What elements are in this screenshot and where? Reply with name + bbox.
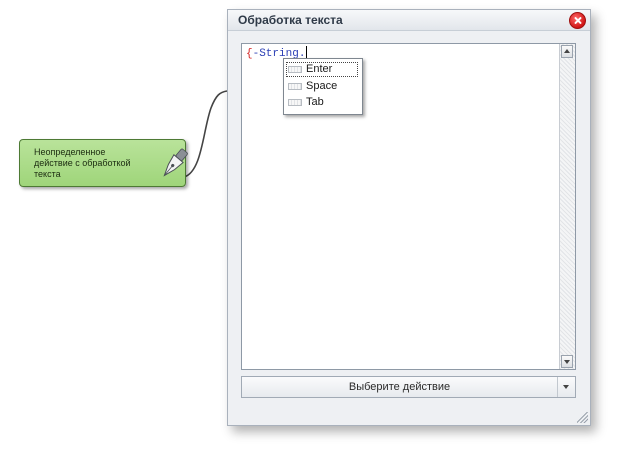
autocomplete-item-label: Enter	[306, 63, 333, 75]
autocomplete-item-tab[interactable]: Tab	[286, 95, 358, 110]
autocomplete-item-label: Tab	[306, 96, 324, 108]
list-item-icon	[288, 83, 302, 90]
action-node-label: Неопределенное действие с обработкой тек…	[34, 147, 131, 179]
list-item-icon	[288, 66, 302, 73]
scroll-down-arrow-icon[interactable]	[561, 355, 573, 368]
autocomplete-item-label: Space	[306, 80, 338, 92]
editor-vertical-scrollbar[interactable]	[559, 44, 575, 369]
editor-line: {-String.	[246, 46, 308, 61]
close-icon[interactable]	[569, 12, 586, 29]
action-node[interactable]: Неопределенное действие с обработкой тек…	[19, 139, 188, 187]
open-brace-token: {	[246, 48, 253, 60]
dialog-titlebar[interactable]: Обработка текста	[228, 10, 590, 31]
pen-nib-icon	[163, 148, 188, 177]
autocomplete-item-enter[interactable]: Enter	[286, 62, 358, 77]
chevron-down-icon[interactable]	[557, 377, 575, 397]
list-item-icon	[288, 99, 302, 106]
dialog-title: Обработка текста	[238, 13, 343, 27]
scroll-up-arrow-icon[interactable]	[561, 45, 573, 58]
text-caret	[306, 46, 308, 58]
resize-grip-icon[interactable]	[577, 412, 588, 423]
action-dropdown-value: Выберите действие	[348, 381, 451, 393]
text-processing-dialog: Обработка текста {-String. Выберите дейс…	[227, 9, 591, 426]
autocomplete-popup: Enter Space Tab	[283, 58, 363, 115]
action-dropdown[interactable]: Выберите действие	[241, 376, 576, 398]
code-token: -String.	[252, 48, 306, 60]
autocomplete-item-space[interactable]: Space	[286, 79, 358, 94]
